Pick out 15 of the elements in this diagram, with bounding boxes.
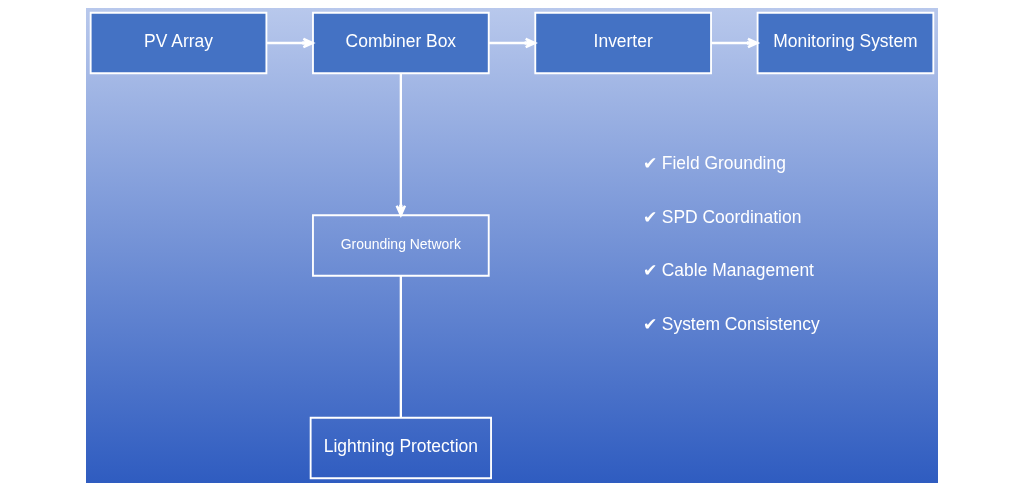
node-box: PV Array [89,11,268,75]
label: ✔ Field Grounding [642,153,786,174]
connector [399,275,402,418]
node-box: Monitoring System [756,11,935,75]
arrow [395,73,407,217]
node-box: Grounding Network [312,214,490,277]
arrow [489,37,537,49]
arrow [711,37,759,49]
node-box: Lightning Protection [309,416,492,480]
label: ✔ SPD Coordination [642,206,802,227]
arrow [266,37,314,49]
node-box: Combiner Box [312,11,490,75]
label: ✔ System Consistency [642,313,820,334]
node-box: Inverter [534,11,712,75]
label: ✔ Cable Management [642,260,814,281]
